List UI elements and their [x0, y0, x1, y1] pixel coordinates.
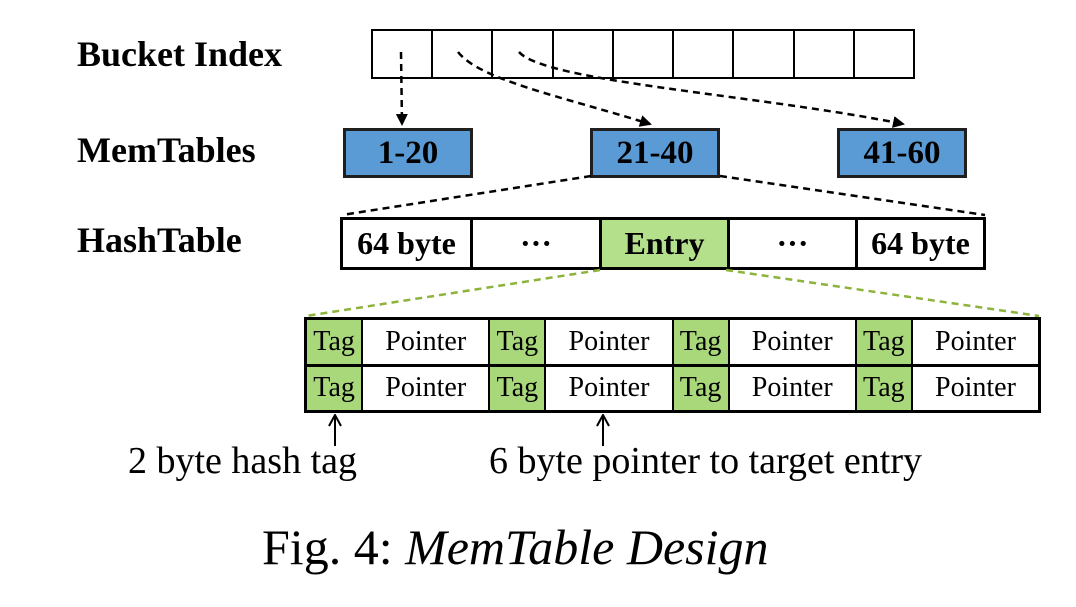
bucket-to-memtable-1-arrow: [395, 51, 408, 126]
memtable-3: 41-60: [837, 128, 967, 178]
bucket-cell: [614, 31, 675, 77]
pointer-cell: Pointer: [363, 366, 491, 410]
hashtable-cell: ···: [473, 220, 602, 267]
pointer-cell: Pointer: [935, 372, 1016, 404]
bucket-cell: [734, 31, 795, 77]
bucket-index-label: Bucket Index: [77, 34, 283, 74]
memtables-label: MemTables: [77, 130, 256, 170]
hashtable-label: HashTable: [77, 220, 242, 260]
pointer-size-note: 6 byte pointer to target entry: [489, 440, 923, 482]
memtable-2: 21-40: [590, 128, 720, 178]
hashtable-cell: 64 byte: [343, 220, 473, 267]
bucket-index-array: [371, 29, 915, 79]
hashtable-array: 64 byte ··· Entry ··· 64 byte: [340, 217, 986, 270]
entry-zoom-line-left: [305, 268, 601, 318]
tag-cell: Tag: [307, 366, 364, 410]
figure-caption: Fig. 4: MemTable Design: [262, 522, 769, 572]
bucket-cell: [795, 31, 855, 77]
bucket-cell: [493, 31, 554, 77]
entry-zoom-line-right: [725, 268, 1040, 318]
entry-row: Tag Pointer Tag Pointer Tag Pointer Tag …: [307, 320, 1038, 367]
bucket-to-memtable-2-arrow: [457, 51, 652, 127]
memtable-zoom-line-right: [719, 174, 986, 217]
bucket-cell: [373, 31, 434, 77]
pointer-cell: Pointer: [546, 366, 674, 410]
bucket-to-memtable-3-arrow: [518, 51, 905, 128]
hashtable-entry-cell: Entry: [602, 220, 730, 267]
tag-cell: Tag: [856, 366, 913, 410]
tag-cell: Tag: [490, 320, 547, 364]
tag-cell: Tag: [673, 320, 730, 364]
memtable-zoom-line-left: [341, 174, 592, 217]
caption-title: MemTable Design: [405, 519, 769, 575]
memtable-1: 1-20: [343, 128, 473, 178]
pointer-cell: Pointer: [935, 325, 1016, 357]
bucket-cell: [674, 31, 735, 77]
tag-cell: Tag: [490, 366, 547, 410]
tag-cell: Tag: [307, 320, 364, 364]
pointer-cell: Pointer: [730, 366, 857, 410]
bucket-cell: [433, 31, 494, 77]
caption-prefix: Fig. 4:: [262, 519, 406, 575]
tag-cell: Tag: [673, 366, 730, 410]
pointer-cell: Pointer: [546, 320, 674, 364]
entry-detail-grid: Tag Pointer Tag Pointer Tag Pointer Tag …: [304, 317, 1041, 413]
tag-cell: Tag: [856, 320, 913, 364]
tag-size-note: 2 byte hash tag: [128, 440, 358, 482]
entry-row: Tag Pointer Tag Pointer Tag Pointer Tag …: [307, 366, 1038, 410]
pointer-cell: Pointer: [363, 320, 491, 364]
bucket-cell: [554, 31, 614, 77]
hashtable-cell: ···: [730, 220, 858, 267]
pointer-cell: Pointer: [730, 320, 857, 364]
hashtable-cell: 64 byte: [871, 225, 970, 261]
